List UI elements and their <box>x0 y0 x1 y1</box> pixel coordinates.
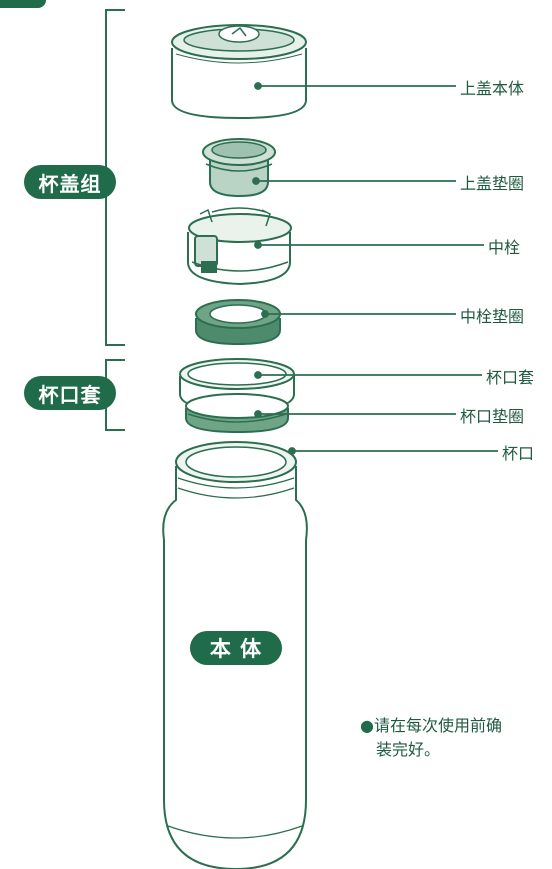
header-tab-corner <box>0 0 46 8</box>
label-top-lid-gasket: 上盖垫圈 <box>460 174 525 193</box>
note-bullet: ● <box>360 716 374 735</box>
note-text-line1: 请在每次使用前确 <box>373 716 502 735</box>
label-mouth: 杯口 <box>502 444 535 463</box>
bottle-body-drawing <box>162 441 308 869</box>
middle-plug-drawing <box>187 207 292 286</box>
top-lid-drawing <box>171 24 307 120</box>
label-top-lid: 上盖本体 <box>460 79 525 98</box>
label-middle-plug: 中栓 <box>488 238 521 257</box>
middle-plug-gasket-drawing <box>195 299 281 346</box>
usage-note: ●请在每次使用前确 装完好。 <box>360 714 502 762</box>
usage-note-line1: ●请在每次使用前确 <box>360 714 502 738</box>
body-badge: 本 体 <box>190 631 282 665</box>
mouth-gasket-drawing <box>185 393 289 434</box>
top-lid-gasket-drawing <box>202 138 276 198</box>
lid-group-badge: 杯盖组 <box>24 165 116 199</box>
label-middle-plug-gasket: 中栓垫圈 <box>460 307 525 326</box>
label-mouth-gasket: 杯口垫圈 <box>460 407 525 426</box>
leader-lines <box>252 82 498 455</box>
note-text-line2: 装完好。 <box>376 740 441 759</box>
label-mouth-cover: 杯口套 <box>486 368 535 387</box>
mouth-group-badge: 杯口套 <box>24 376 116 410</box>
